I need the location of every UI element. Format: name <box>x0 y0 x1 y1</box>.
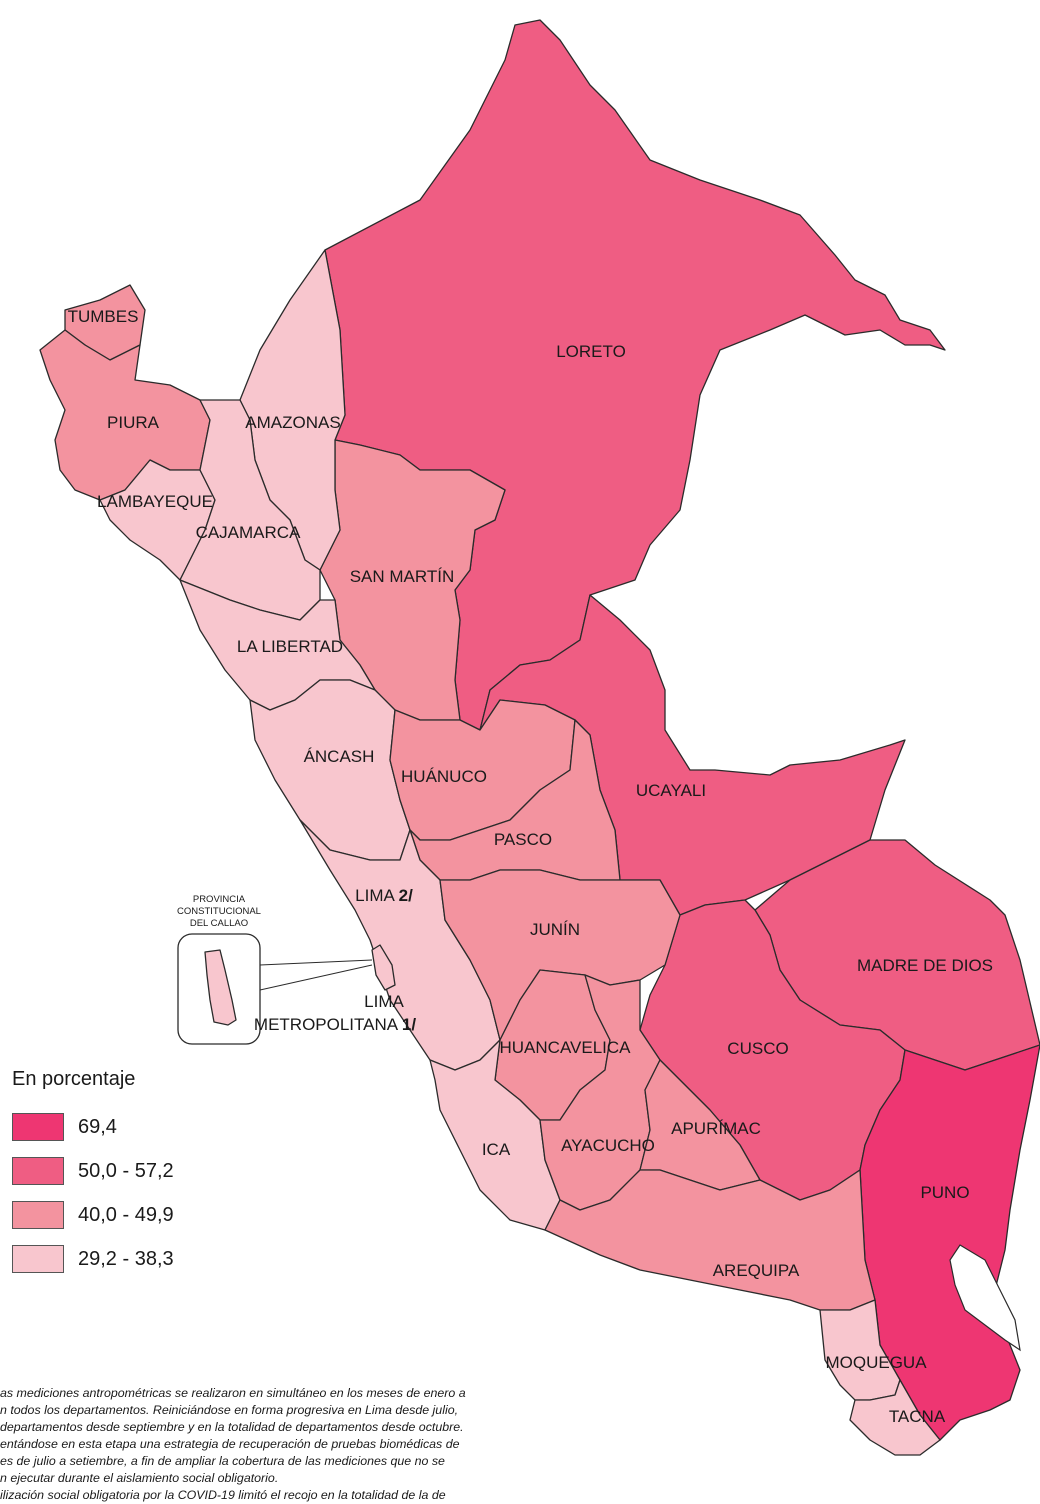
label-cusco: CUSCO <box>727 1039 788 1058</box>
label-huancavelica: HUANCAVELICA <box>500 1038 632 1057</box>
label-apurimac: APURÍMAC <box>671 1119 761 1138</box>
label-huanuco: HUÁNUCO <box>401 767 487 786</box>
footnote: as mediciones antropométricas se realiza… <box>0 1385 562 1504</box>
callao-label-3: DEL CALLAO <box>190 918 248 929</box>
label-puno: PUNO <box>920 1183 969 1202</box>
label-loreto: LORETO <box>556 342 626 361</box>
legend-title: En porcentaje <box>12 1068 136 1090</box>
label-arequipa: AREQUIPA <box>713 1261 800 1280</box>
legend-label: 69,4 <box>78 1115 117 1138</box>
label-junin: JUNÍN <box>530 920 580 939</box>
legend-item: 40,0 - 49,9 <box>12 1193 232 1237</box>
callao-label-1: PROVINCIA <box>193 894 246 905</box>
footnote-line: es de julio a setiembre, a fin de amplia… <box>0 1454 445 1468</box>
label-tacna: TACNA <box>889 1407 946 1426</box>
region-callao[interactable] <box>204 949 237 1026</box>
label-lima-metropolitana-1: LIMA <box>364 992 404 1011</box>
label-lima-metropolitana-2: METROPOLITANA 1/ <box>254 1015 416 1034</box>
region-lima-metropolitana[interactable] <box>371 944 396 991</box>
legend: En porcentaje 69,4 50,0 - 57,2 40,0 - 49… <box>12 1068 232 1281</box>
label-lambayeque: LAMBAYEQUE <box>97 492 213 511</box>
label-pasco: PASCO <box>494 830 552 849</box>
legend-item: 50,0 - 57,2 <box>12 1149 232 1193</box>
region-puno[interactable] <box>859 1044 1040 1441</box>
label-ayacucho: AYACUCHO <box>561 1136 655 1155</box>
label-ucayali: UCAYALI <box>636 781 706 800</box>
label-tumbes: TUMBES <box>68 307 139 326</box>
legend-item: 29,2 - 38,3 <box>12 1237 232 1281</box>
peru-map: PROVINCIA CONSTITUCIONAL DEL CALLAO TUMB… <box>39 19 1040 1456</box>
footnote-line: departamentos desde septiembre y en la t… <box>0 1420 464 1434</box>
label-ica: ICA <box>482 1140 511 1159</box>
legend-label: 40,0 - 49,9 <box>78 1203 174 1226</box>
label-cajamarca: CAJAMARCA <box>196 523 302 542</box>
label-ancash: ÁNCASH <box>304 747 375 766</box>
footnote-line: n ejecutar durante el aislamiento social… <box>0 1471 279 1485</box>
legend-swatch <box>12 1157 64 1185</box>
footnote-line: as mediciones antropométricas se realiza… <box>0 1386 466 1400</box>
callao-inset: PROVINCIA CONSTITUCIONAL DEL CALLAO <box>177 894 373 1045</box>
legend-swatch <box>12 1113 64 1141</box>
label-madre-de-dios: MADRE DE DIOS <box>857 956 993 975</box>
legend-swatch <box>12 1201 64 1229</box>
label-lima: LIMA 2/ <box>355 886 413 905</box>
legend-label: 50,0 - 57,2 <box>78 1159 174 1182</box>
legend-swatch <box>12 1245 64 1273</box>
label-moquegua: MOQUEGUA <box>825 1353 927 1372</box>
region-tacna[interactable] <box>849 1379 941 1456</box>
label-san-martin: SAN MARTÍN <box>350 567 455 586</box>
footnote-line: entándose en esta etapa una estrategia d… <box>0 1437 460 1451</box>
region-san-martin[interactable] <box>319 439 506 721</box>
legend-item: 69,4 <box>12 1105 232 1149</box>
legend-label: 29,2 - 38,3 <box>78 1247 174 1270</box>
label-la-libertad: LA LIBERTAD <box>237 637 343 656</box>
region-la-libertad[interactable] <box>179 579 376 711</box>
callao-label-2: CONSTITUCIONAL <box>177 906 261 917</box>
label-amazonas: AMAZONAS <box>245 413 340 432</box>
lake-titicaca <box>949 1244 1021 1352</box>
region-arequipa[interactable] <box>544 1169 876 1311</box>
label-piura: PIURA <box>107 413 160 432</box>
footnote-line: n todos los departamentos. Reiniciándose… <box>0 1403 459 1417</box>
footnote-line: ilización social obligatoria por la COVI… <box>0 1488 446 1502</box>
